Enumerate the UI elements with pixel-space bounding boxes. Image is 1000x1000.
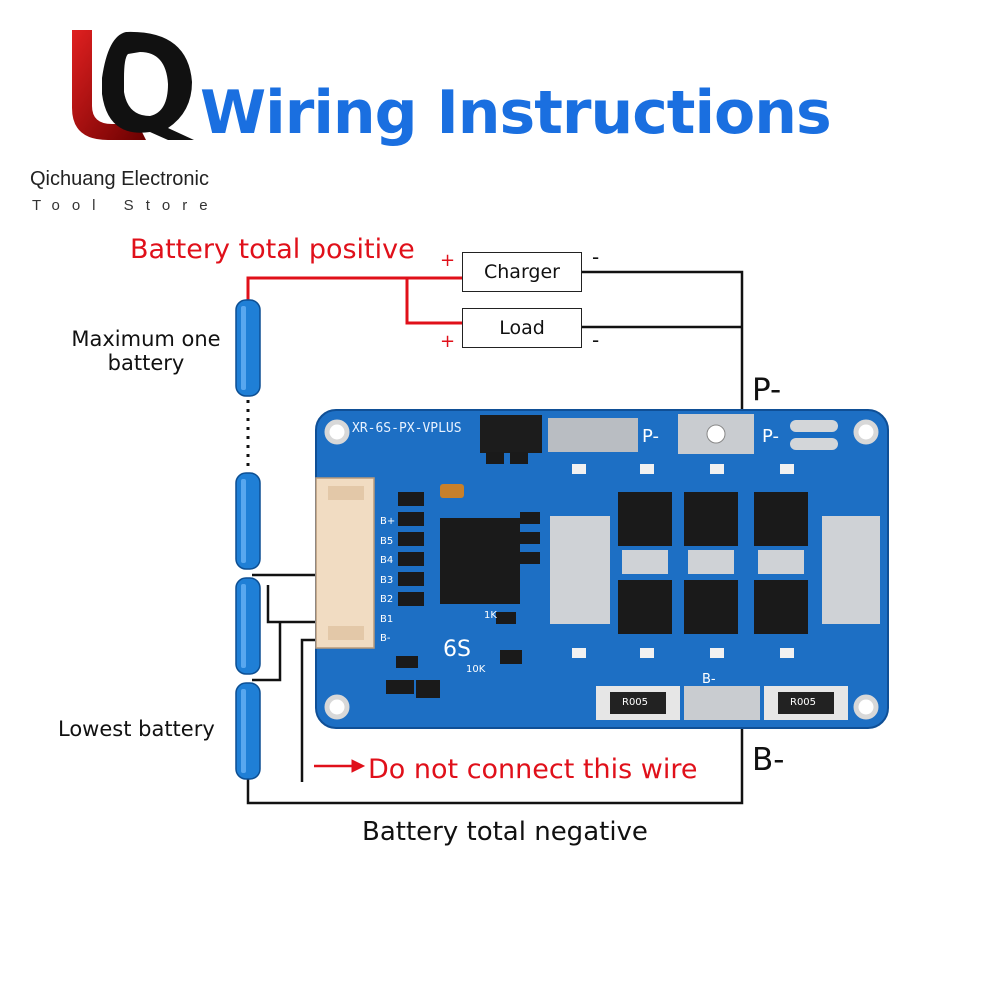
lowest-battery-label: Lowest battery [58, 717, 215, 741]
pin-label: B4 [380, 555, 394, 566]
board-pad-b-label: B- [702, 672, 716, 687]
brand-subtitle: Tool Store [32, 197, 220, 214]
maximum-one-battery-line2: battery [107, 351, 185, 375]
brand-name: Qichuang Electronic [30, 168, 209, 190]
resistor-code-label-2: R005 [790, 697, 817, 708]
battery-cell [235, 299, 261, 397]
board-pad-p-label: P- [642, 426, 659, 447]
b-minus-label: B- [752, 742, 785, 778]
page-title: Wiring Instructions [200, 78, 832, 148]
pin-label: B3 [380, 574, 394, 586]
pin-label: B- [380, 633, 391, 644]
board-r1-label: 1K [484, 610, 497, 621]
arrow-icon [314, 759, 366, 773]
maximum-one-battery-line1: Maximum one [71, 327, 221, 351]
pin-label: B5 [380, 535, 394, 547]
positive-wire [246, 276, 463, 325]
board-cells-label: 6S [443, 637, 471, 662]
pin-label: B2 [380, 594, 394, 605]
battery-cell [235, 577, 261, 675]
brand-logo [72, 30, 194, 140]
pcb-board [315, 409, 889, 729]
board-model-label: XR-6S-PX-VPLUS [352, 421, 462, 436]
load-box: Load [462, 308, 582, 348]
charger-minus-sign: - [592, 245, 600, 269]
battery-cell [235, 472, 261, 570]
charger-box: Charger [462, 252, 582, 292]
charger-plus-sign: + [440, 250, 456, 271]
load-plus-sign: + [440, 331, 456, 352]
battery-total-negative-label: Battery total negative [362, 817, 648, 847]
board-r2-label: 10K [466, 664, 486, 675]
maximum-one-battery-label: Maximum one battery [56, 327, 236, 375]
resistor-code-label: R005 [622, 697, 649, 708]
battery-stack [235, 299, 261, 780]
battery-total-positive-label: Battery total positive [130, 234, 415, 265]
do-not-connect-label: Do not connect this wire [368, 754, 698, 785]
pin-label: B+ [380, 516, 396, 527]
battery-cell [235, 682, 261, 780]
load-minus-sign: - [592, 328, 600, 352]
connector-pin-labels: B+ B5 B4 B3 B2 B1 B- [380, 512, 404, 649]
pin-label: B1 [380, 613, 394, 625]
board-pad-p-label-2: P- [762, 426, 779, 447]
negative-wires [246, 270, 744, 805]
p-minus-label: P- [752, 372, 782, 408]
